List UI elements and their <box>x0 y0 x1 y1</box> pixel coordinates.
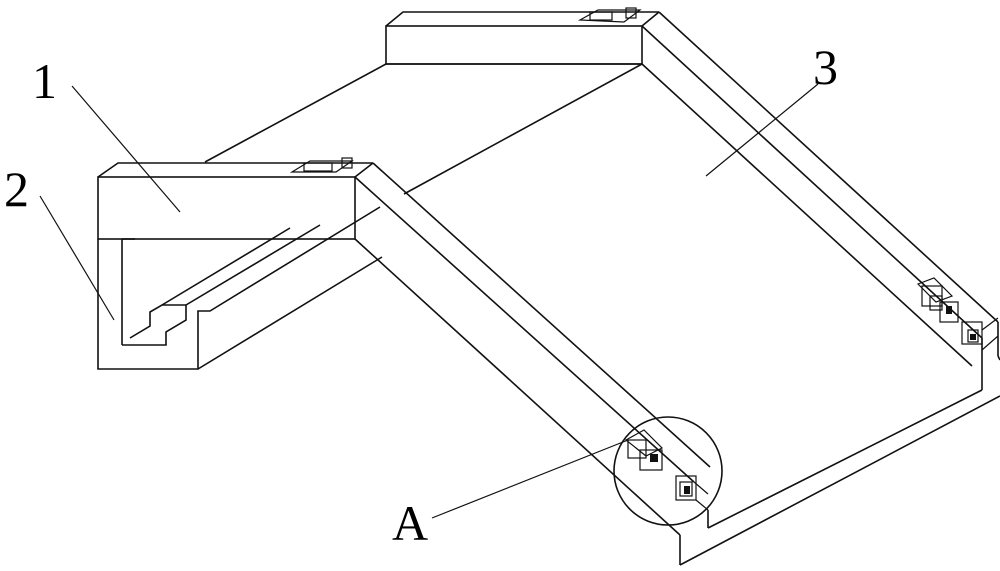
right-rail-clips <box>916 277 999 351</box>
leader-3 <box>705 83 819 177</box>
near-block-clip <box>289 157 354 173</box>
label-a: A <box>392 495 428 551</box>
leader-a <box>431 439 629 519</box>
far-block-clip <box>577 7 642 23</box>
bottom-rail <box>679 355 1000 566</box>
left-rail <box>354 162 711 565</box>
near-end-block <box>97 162 374 240</box>
leader-lines <box>39 83 819 519</box>
slotted-rail-2 <box>97 206 383 370</box>
corner-clips <box>624 429 709 511</box>
plate-3 <box>204 63 643 195</box>
detail-circle-a <box>613 416 723 526</box>
label-1: 1 <box>32 53 57 109</box>
far-end-block <box>385 11 660 65</box>
label-3: 3 <box>813 39 838 95</box>
label-2: 2 <box>4 161 29 217</box>
leader-2 <box>39 195 115 321</box>
leader-1 <box>71 85 181 213</box>
